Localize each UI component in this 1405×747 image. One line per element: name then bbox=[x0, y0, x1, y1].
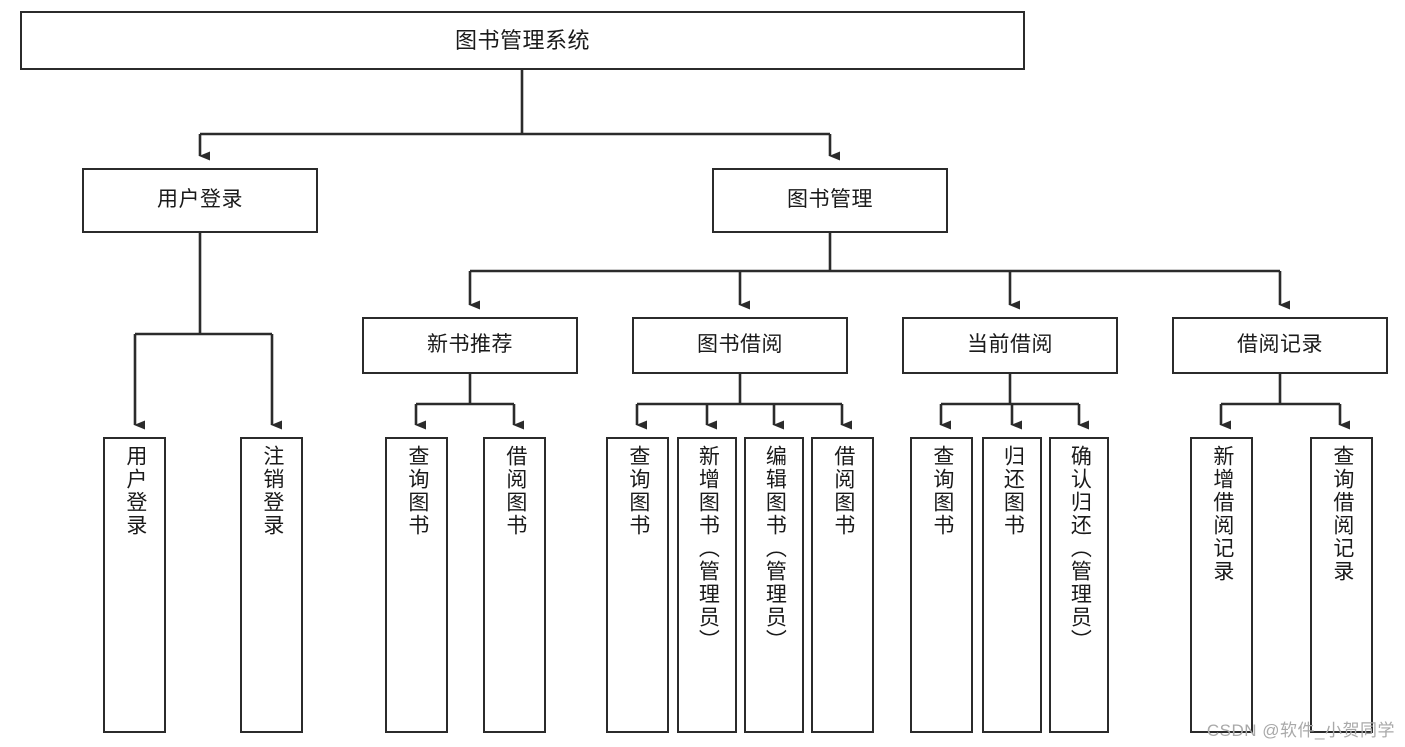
leaf-borrow-book-recommend[interactable]: 借阅图书 bbox=[483, 437, 546, 733]
node-label: 借阅图书 bbox=[503, 445, 527, 537]
node-label: 图书管理系统 bbox=[454, 27, 590, 53]
watermark-text: CSDN @软件_小贺同学 bbox=[1206, 721, 1395, 740]
node-label: 新增图书（管理员） bbox=[696, 445, 720, 652]
node-new-book-recommend[interactable]: 新书推荐 bbox=[362, 317, 578, 374]
node-label: 图书借阅 bbox=[697, 333, 783, 357]
node-label: 查询借阅记录 bbox=[1330, 445, 1354, 583]
leaf-return-book[interactable]: 归还图书 bbox=[982, 437, 1042, 733]
node-label: 注销登录 bbox=[260, 445, 284, 537]
leaf-add-book-admin[interactable]: 新增图书（管理员） bbox=[677, 437, 737, 733]
node-label: 编辑图书（管理员） bbox=[763, 445, 787, 652]
leaf-query-book[interactable]: 查询图书 bbox=[606, 437, 669, 733]
node-label: 确认归还（管理员） bbox=[1068, 445, 1092, 652]
leaf-borrow-book[interactable]: 借阅图书 bbox=[811, 437, 874, 733]
node-label: 新书推荐 bbox=[427, 333, 513, 357]
node-label: 新增借阅记录 bbox=[1210, 445, 1234, 583]
node-book-management[interactable]: 图书管理 bbox=[712, 168, 948, 233]
node-current-borrow[interactable]: 当前借阅 bbox=[902, 317, 1118, 374]
node-label: 用户登录 bbox=[157, 188, 243, 212]
node-user-login[interactable]: 用户登录 bbox=[82, 168, 318, 233]
leaf-query-book-current[interactable]: 查询图书 bbox=[910, 437, 973, 733]
node-borrow-record[interactable]: 借阅记录 bbox=[1172, 317, 1388, 374]
leaf-logout[interactable]: 注销登录 bbox=[240, 437, 303, 733]
node-label: 查询图书 bbox=[626, 445, 650, 537]
node-label: 归还图书 bbox=[1001, 445, 1025, 537]
leaf-confirm-return-admin[interactable]: 确认归还（管理员） bbox=[1049, 437, 1109, 733]
node-label: 借阅图书 bbox=[831, 445, 855, 537]
leaf-query-book-recommend[interactable]: 查询图书 bbox=[385, 437, 448, 733]
node-book-borrow[interactable]: 图书借阅 bbox=[632, 317, 848, 374]
node-label: 当前借阅 bbox=[967, 333, 1053, 357]
node-label: 用户登录 bbox=[123, 445, 147, 537]
leaf-add-borrow-record[interactable]: 新增借阅记录 bbox=[1190, 437, 1253, 733]
leaf-user-login[interactable]: 用户登录 bbox=[103, 437, 166, 733]
leaf-edit-book-admin[interactable]: 编辑图书（管理员） bbox=[744, 437, 804, 733]
node-label: 查询图书 bbox=[930, 445, 954, 537]
node-label: 查询图书 bbox=[405, 445, 429, 537]
leaf-query-borrow-record[interactable]: 查询借阅记录 bbox=[1310, 437, 1373, 733]
node-label: 借阅记录 bbox=[1237, 333, 1323, 357]
node-root-system[interactable]: 图书管理系统 bbox=[20, 11, 1025, 70]
node-label: 图书管理 bbox=[787, 188, 873, 212]
